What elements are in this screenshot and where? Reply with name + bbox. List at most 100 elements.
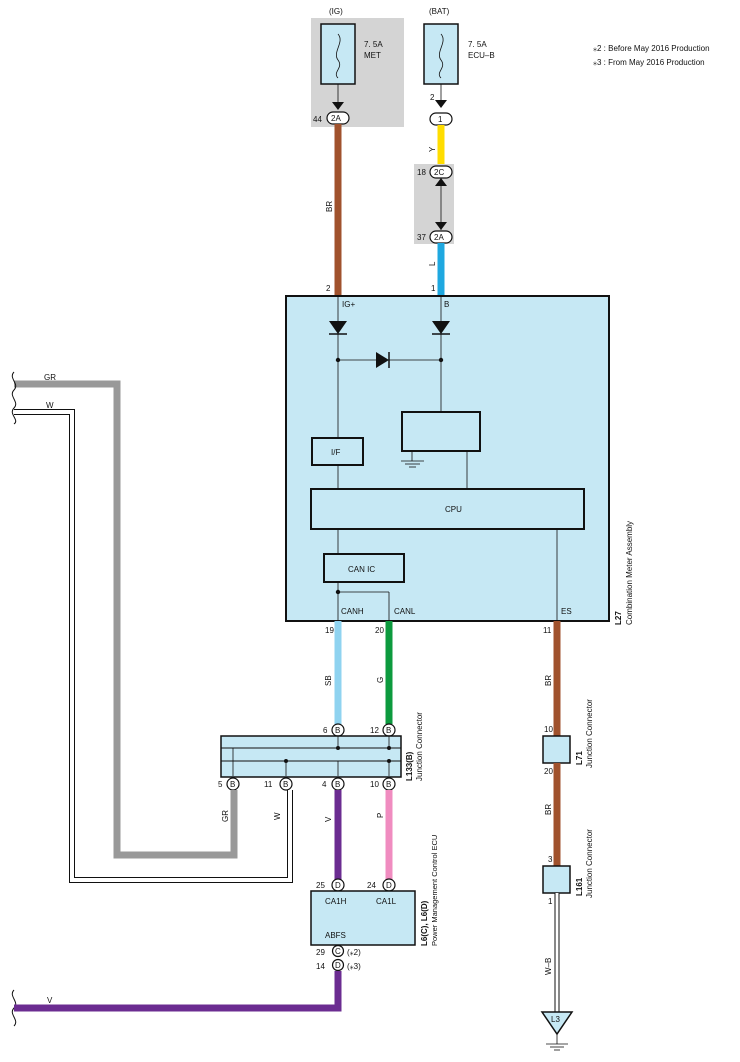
l133-pin10-num: 10: [370, 780, 379, 789]
l133-pin12-num: 12: [370, 726, 379, 735]
l133-pin6-conn: B: [335, 726, 340, 735]
fuse-bat-connector: 1: [438, 115, 443, 124]
l161-id: L161: [575, 877, 584, 896]
wire-break-icon: [11, 371, 17, 425]
ecu-ca1l-conn: D: [386, 881, 392, 890]
fuse-ig-group: (IG) 7. 5A MET 44 2A: [311, 7, 404, 127]
ecu-id: L6(C), L6(D): [420, 900, 429, 946]
if-label: I/F: [331, 448, 340, 457]
can-ic-block: [323, 553, 405, 583]
meter-canl-num: 20: [375, 626, 384, 635]
fuse-bat-icon: [438, 33, 444, 79]
l133-inner-bar: [220, 747, 402, 762]
l133-pin12-conn: B: [386, 726, 391, 735]
meter-pin-b-num: 1: [431, 284, 436, 293]
ecu-abfs-c-note: (⁎2): [347, 948, 361, 957]
l71-id: L71: [575, 751, 584, 765]
junction-2c-connector: 2C: [434, 168, 444, 177]
ecu-box: [310, 890, 416, 946]
wire-l-label: L: [428, 261, 437, 266]
ecu-name-line1: Power Management Control ECU: [430, 835, 439, 946]
meter-canh-num: 19: [325, 626, 334, 635]
l133-pin6-num: 6: [323, 726, 328, 735]
l133-pin5-conn: B: [230, 780, 235, 789]
wire-v-bottom: [14, 971, 342, 1012]
ecu-abfs-label: ABFS: [325, 931, 346, 940]
l133-pin11-conn: B: [283, 780, 288, 789]
junction-2a-pin-num: 37: [417, 233, 426, 242]
l161-box: [542, 865, 571, 894]
fuse-bat-box: [423, 23, 459, 85]
wire-br-mid-label: BR: [544, 804, 553, 815]
fuse-bat-name: ECU–B: [468, 51, 495, 60]
fuse-ig-arrow-icon: [332, 102, 344, 110]
regulator-block: [401, 411, 481, 452]
wire-g-label: G: [376, 677, 385, 683]
fuse-bat-source: (BAT): [429, 7, 450, 16]
wire-w-outline: [14, 409, 293, 883]
meter-pin-ig-label: IG+: [342, 300, 355, 309]
fuse-ig-connector: 2A: [331, 114, 341, 123]
junction-dot: [387, 759, 391, 763]
junction-dot: [336, 746, 340, 750]
junction-up-arrow-icon: [435, 178, 447, 186]
fuse-bat-group: (BAT) 7. 5A ECU–B 2 1: [423, 7, 495, 126]
l71-box: [542, 735, 571, 764]
l133-pin4-conn: B: [335, 780, 340, 789]
wire-gr-label: GR: [221, 810, 230, 822]
meter-pin-b-label: B: [444, 300, 449, 309]
fuse-bat-arrow-icon: [435, 100, 447, 108]
wire-y-label: Y: [428, 146, 437, 152]
l161-name: Junction Connector: [585, 829, 594, 898]
wire-gr: [14, 380, 238, 859]
junction-dot: [387, 746, 391, 750]
l133-pin5-num: 5: [218, 780, 223, 789]
fuse-bat-rating: 7. 5A: [468, 40, 487, 49]
l133-pin-11: [279, 777, 293, 791]
diode-ig-icon: [329, 321, 347, 334]
ecu-abfs-d-note: (⁎3): [347, 962, 361, 971]
diode-b-icon: [432, 321, 450, 334]
junction-dot: [284, 759, 288, 763]
fuse-ig-icon: [335, 33, 341, 79]
junction-2a-connector: 2A: [434, 233, 444, 242]
ecu-ca1h-label: CA1H: [325, 897, 347, 906]
wire-br-es-label: BR: [544, 675, 553, 686]
ecu-abfs-d-num: 14: [316, 962, 325, 971]
l133-id: L133(B): [405, 751, 414, 781]
l133-pin4-num: 4: [322, 780, 327, 789]
fuse-ig-source: (IG): [329, 7, 343, 16]
ground-triangle-icon: [540, 1011, 574, 1036]
wire-sb-label: SB: [324, 675, 333, 686]
ecu-abfs-c-num: 29: [316, 948, 325, 957]
ecu-ca1l-label: CA1L: [376, 897, 397, 906]
meter-es-label: ES: [561, 607, 572, 616]
can-ic-label: CAN IC: [348, 565, 375, 574]
junction-dot: [335, 357, 341, 363]
meter-es-num: 11: [543, 626, 552, 635]
wire-v-label: V: [324, 816, 333, 822]
ecu-pin-14: [331, 958, 345, 972]
meter-pin-ig-num: 2: [326, 284, 331, 293]
note-before-may-2016: ⁎2 : Before May 2016 Production: [593, 44, 710, 53]
junction-dot: [438, 357, 444, 363]
wire-w: [14, 410, 292, 882]
l71-name: Junction Connector: [585, 699, 594, 768]
ecu-pin-29: [331, 944, 345, 958]
cpu-label: CPU: [445, 505, 462, 514]
junction-2c-pin-num: 18: [417, 168, 426, 177]
junction-dot: [335, 589, 341, 595]
wire-w-label: W: [273, 812, 282, 820]
l71-pin-bottom-num: 20: [544, 767, 553, 776]
diode-cross-icon: [376, 352, 389, 368]
if-block: [311, 437, 364, 466]
wire-wb-label: W–B: [544, 958, 553, 975]
l133-pin10-conn: B: [386, 780, 391, 789]
l71-pin-top-num: 10: [544, 725, 553, 734]
fuse-ig-rating: 7. 5A: [364, 40, 383, 49]
l133-box: [220, 735, 402, 778]
ecu-ca1l-num: 24: [367, 881, 376, 890]
fuse-ig-box: [320, 23, 356, 85]
ecu-abfs-d-conn: D: [335, 961, 341, 970]
